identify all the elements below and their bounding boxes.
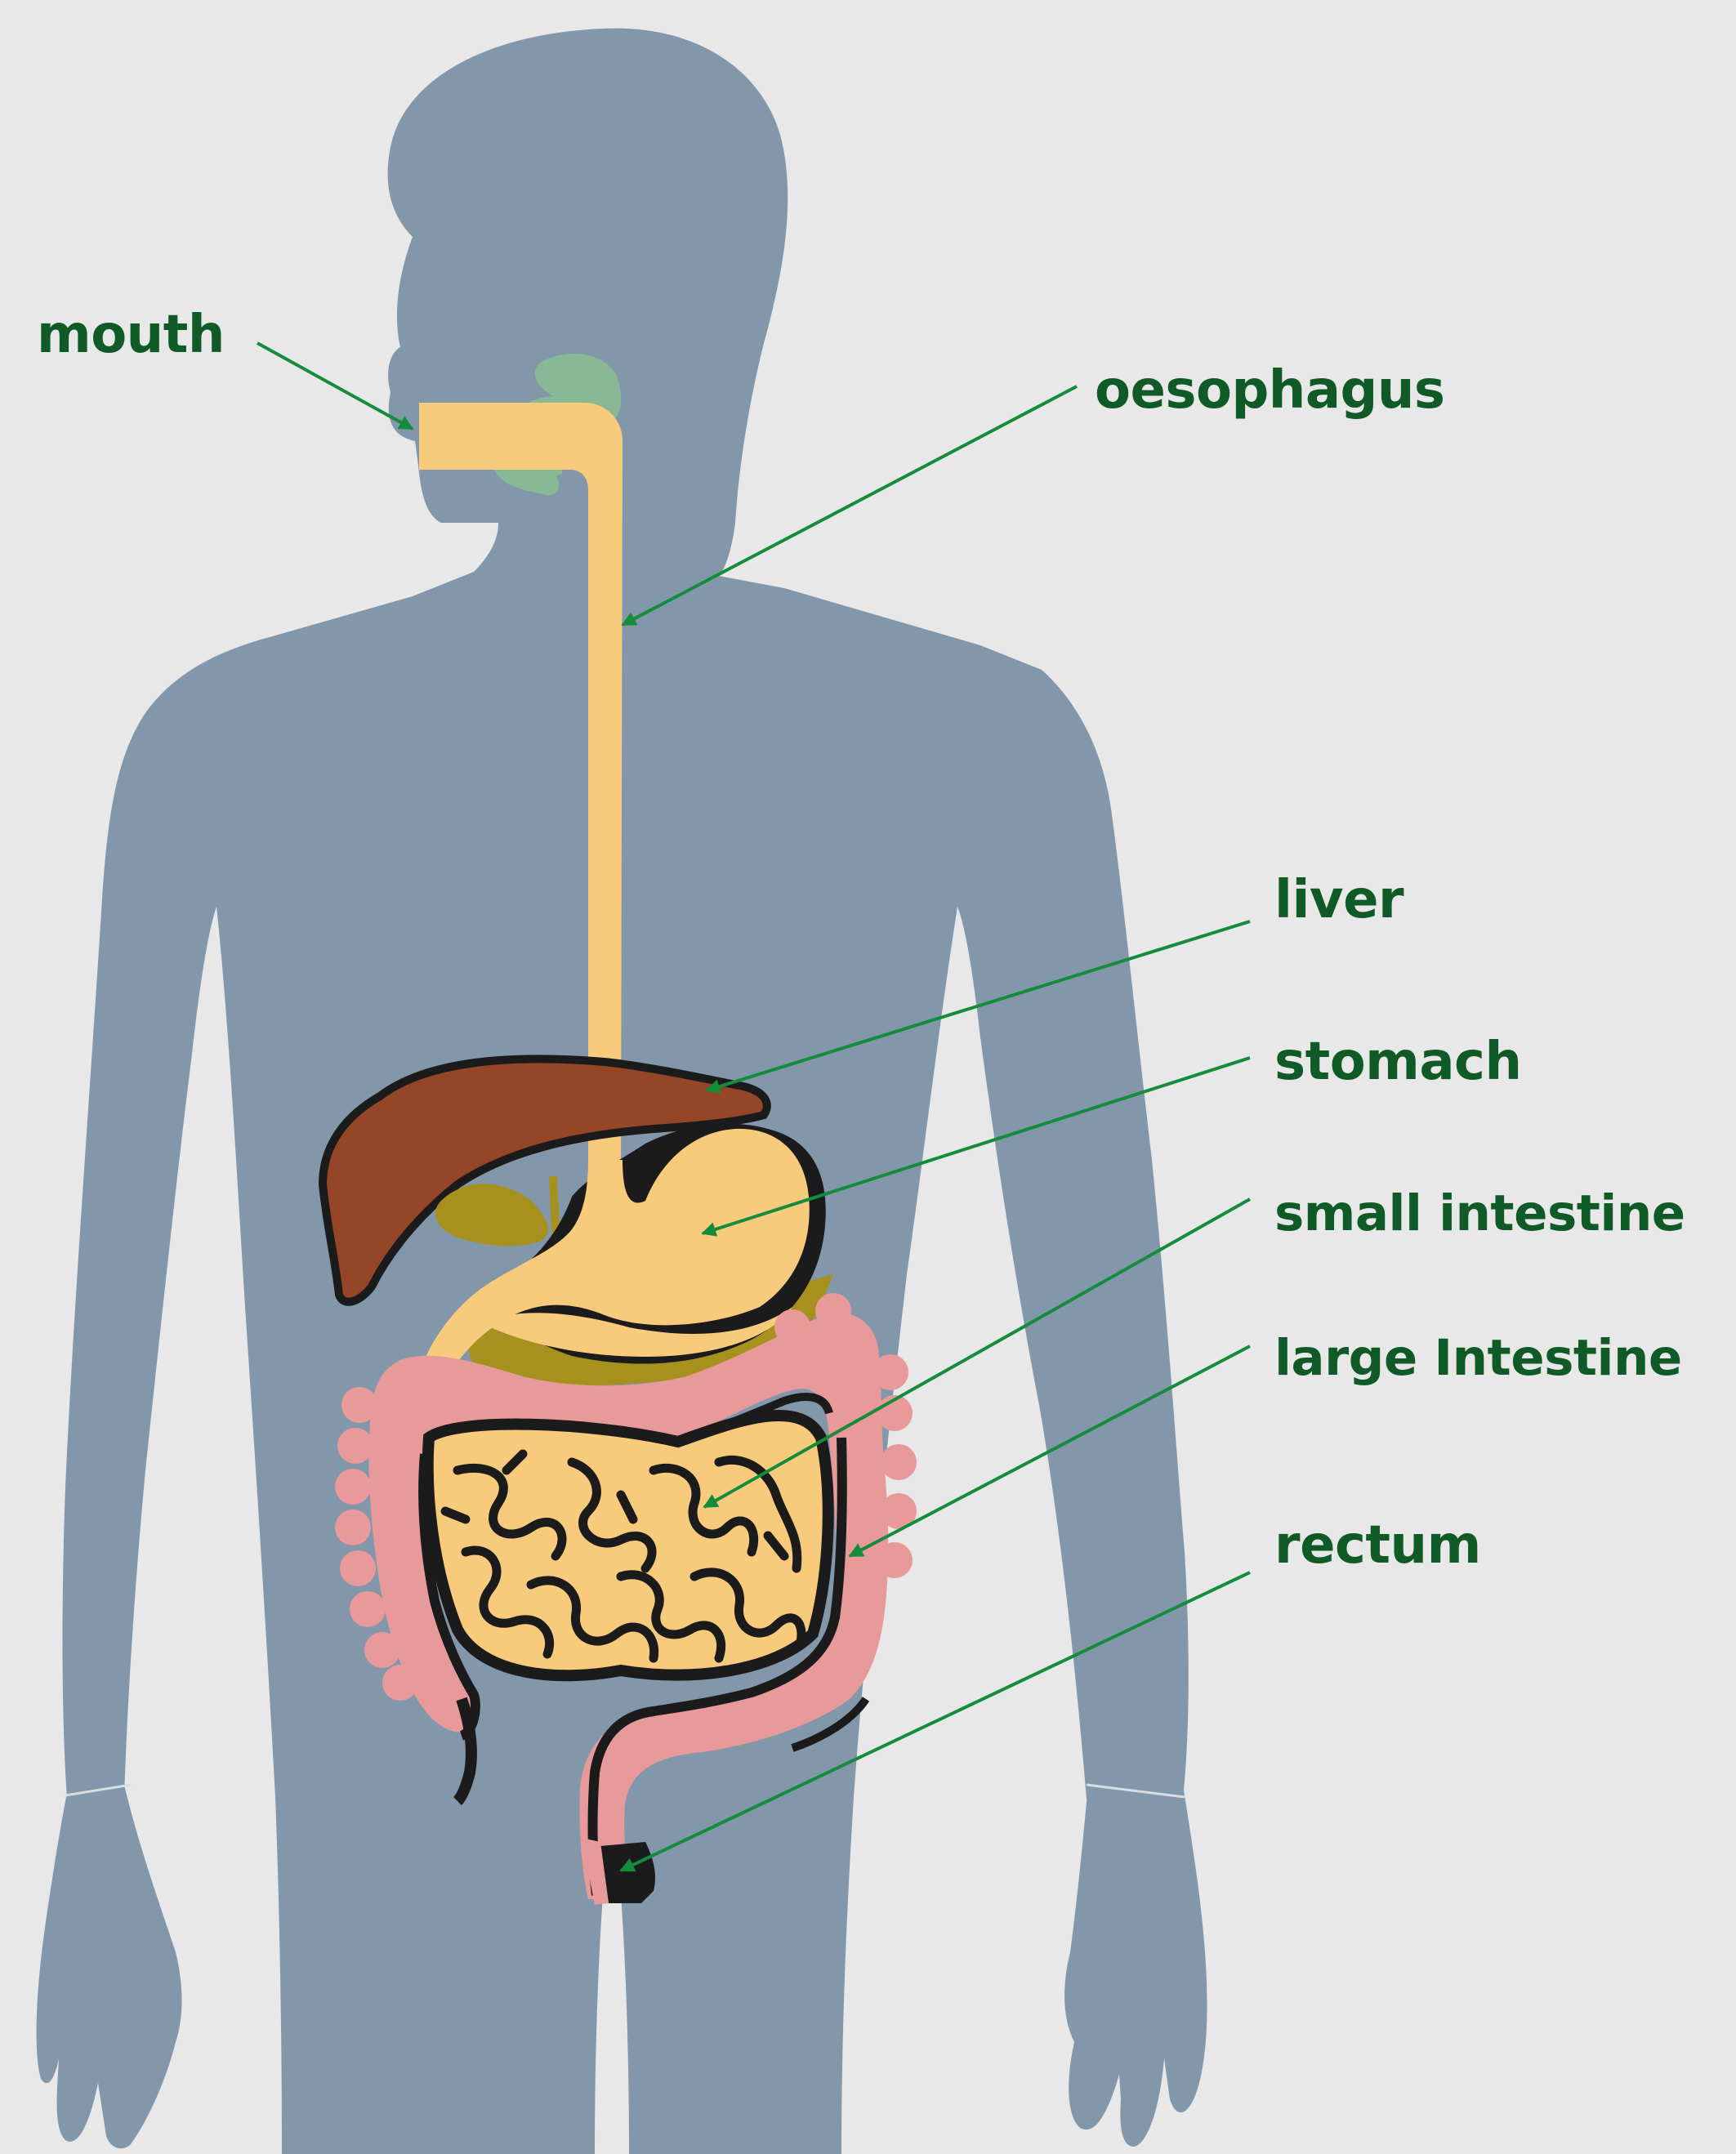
label-stomach: stomach <box>1274 1036 1522 1088</box>
label-large-intestine: large Intestine <box>1274 1333 1682 1383</box>
label-small-intestine: small intestine <box>1274 1188 1685 1238</box>
label-liver: liver <box>1274 874 1404 926</box>
label-rectum: rectum <box>1274 1519 1481 1572</box>
label-mouth: mouth <box>37 309 225 361</box>
label-oesophagus: oesophagus <box>1095 364 1444 417</box>
small-intestine <box>428 1416 828 1675</box>
rectum <box>600 1842 655 1903</box>
